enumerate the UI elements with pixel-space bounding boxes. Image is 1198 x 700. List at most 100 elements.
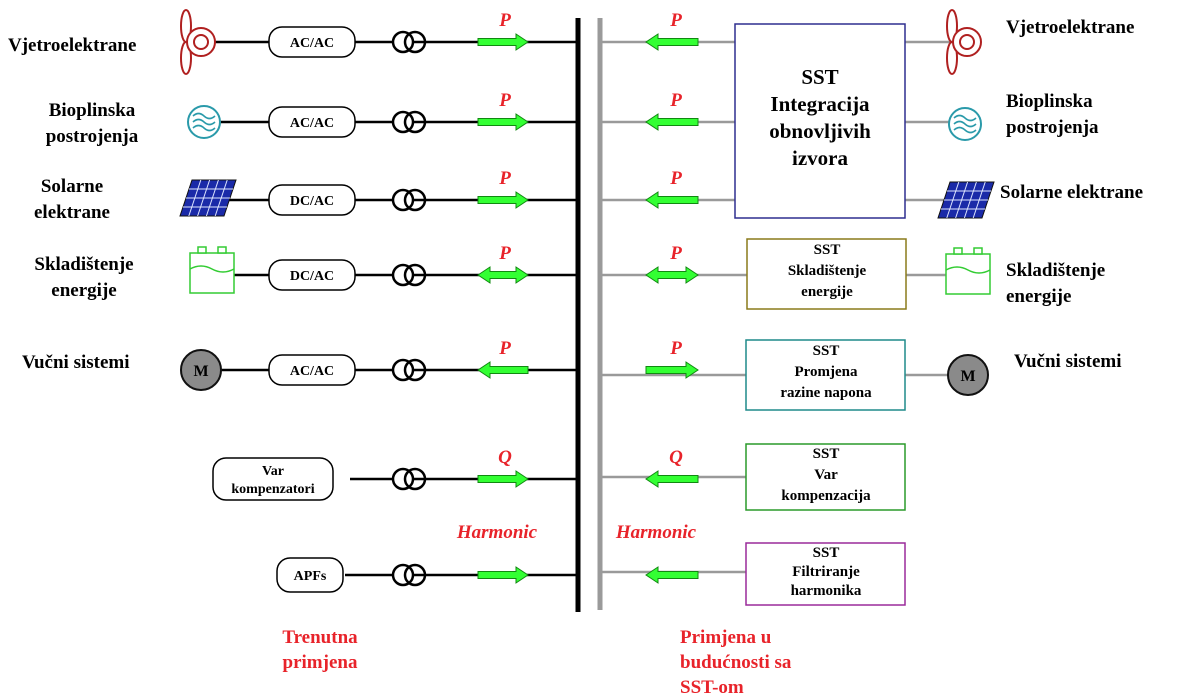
converter-outline	[276, 557, 344, 593]
flow-arrow-left	[645, 191, 699, 209]
source-label-line: Solarne	[41, 176, 103, 197]
bidirectional-flow-arrow	[645, 266, 699, 284]
sst-box-label-line: harmonika	[791, 583, 862, 599]
right-source-row: Solarne elektrane	[937, 181, 1143, 219]
right-flow: Q	[645, 447, 699, 488]
transformer-coil	[391, 30, 415, 54]
flow-label: P	[669, 243, 682, 264]
flow-arrow-right	[477, 33, 529, 51]
flow-arrow-right	[645, 361, 699, 379]
sst-integration-label-line: SST	[801, 65, 838, 89]
sst-box-label-line: Skladištenje	[788, 263, 867, 279]
flow-arrow-left	[645, 33, 699, 51]
flow-arrow-right	[477, 566, 529, 584]
battery-terminal	[197, 246, 207, 254]
wind-turbine-icon	[946, 9, 982, 75]
converter-box: APFs	[276, 557, 344, 593]
transformer-icon	[391, 358, 427, 382]
sst-integration-label-line: izvora	[792, 146, 848, 170]
battery-level	[945, 266, 991, 274]
flow-label: P	[498, 243, 511, 264]
source-label-line: Vučni sistemi	[1014, 351, 1122, 372]
flow-label: P	[498, 10, 511, 31]
transformer-coil	[391, 467, 415, 491]
biogas-icon	[187, 105, 221, 139]
converter-box: DC/AC	[268, 259, 356, 291]
arrow-shape	[477, 113, 529, 131]
sst-box-label-line: SST	[813, 545, 840, 561]
sst-box-label-line: SST	[813, 446, 840, 462]
transformer-coil	[403, 563, 427, 587]
transformer-coil	[403, 467, 427, 491]
source-label-line: postrojenja	[46, 126, 139, 147]
converter-label: DC/AC	[290, 194, 334, 209]
motor-circle	[180, 349, 222, 391]
biogas-wave	[953, 126, 977, 134]
transformer-coil	[403, 263, 427, 287]
arrow-shape	[645, 566, 699, 584]
arrow-shape	[645, 470, 699, 488]
battery-terminal	[217, 246, 227, 254]
flow-arrow-left	[477, 361, 529, 379]
source-label-line: Skladištenje	[1006, 260, 1105, 281]
converter-outline	[268, 26, 356, 58]
transformer-coil	[403, 30, 427, 54]
transformer-coil	[403, 358, 427, 382]
battery-terminal	[973, 247, 983, 255]
transformer-coil	[403, 188, 427, 212]
arrow-shape	[645, 113, 699, 131]
source-label: Vjetroelektrane	[8, 35, 136, 56]
flow-label: Q	[498, 447, 512, 468]
sst-box-label-line: SST	[813, 343, 840, 359]
sst-box-outline	[745, 542, 906, 606]
converter-outline	[268, 259, 356, 291]
right-flow: P	[645, 338, 699, 379]
converter-label: DC/AC	[290, 269, 334, 284]
sst-box-label-line: kompenzacija	[781, 488, 871, 504]
sst-integration-outline	[734, 23, 906, 219]
source-label: Vučni sistemi	[22, 352, 130, 373]
transformer-icon	[391, 263, 427, 287]
flow-arrow-left	[645, 113, 699, 131]
flow-label: Q	[669, 447, 683, 468]
arrow-shape	[645, 361, 699, 379]
source-label-line: Vjetroelektrane	[1006, 17, 1134, 38]
converter-label: AC/AC	[290, 364, 334, 379]
right-flow: Harmonic	[615, 522, 699, 584]
sst-box-label-line: energije	[801, 284, 853, 300]
motor-icon: M	[180, 349, 222, 391]
transformer-icon	[391, 467, 427, 491]
caption-current-line: Trenutna	[282, 627, 358, 648]
right-source-row: Skladištenje energije	[945, 247, 1105, 307]
caption-future-line: budućnosti sa	[680, 652, 792, 673]
source-label-line: energije	[1006, 286, 1071, 307]
right-flow: P	[645, 10, 699, 51]
battery-body	[189, 252, 235, 294]
transformer-icon	[391, 30, 427, 54]
source-label-line: Bioplinska	[1006, 91, 1093, 112]
biogas-wave	[192, 118, 216, 126]
transformer-icon	[391, 110, 427, 134]
source-label: Skladištenje energije	[1006, 260, 1105, 307]
converter-box: DC/AC	[268, 184, 356, 216]
sst-integration-label-line: Integracija	[770, 92, 870, 116]
flow-arrow-left	[645, 470, 699, 488]
source-label: Vučni sistemi	[1014, 351, 1122, 372]
transformer-coil	[391, 188, 415, 212]
solar-panel-icon	[179, 179, 237, 217]
source-label-line: Vjetroelektrane	[8, 35, 136, 56]
flow-arrow-right	[477, 113, 529, 131]
flow-label: Harmonic	[615, 522, 697, 543]
transformer-icon	[391, 188, 427, 212]
